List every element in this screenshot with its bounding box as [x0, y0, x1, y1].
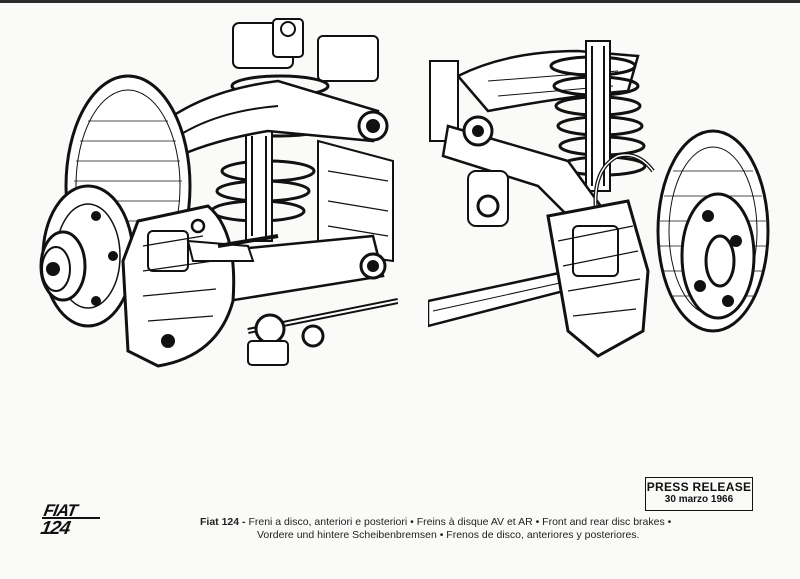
fiat-124-logo: FIAT 124	[39, 499, 106, 539]
photo-caption: Fiat 124 - Freni a disco, anteriori e po…	[200, 516, 760, 542]
press-release-stamp: PRESS RELEASE 30 marzo 1966	[645, 477, 753, 511]
caption-model: Fiat 124 -	[200, 516, 246, 528]
rear-brake-illustration	[428, 11, 773, 376]
front-brake-illustration	[18, 11, 398, 381]
caption-line-2: Vordere und hintere Scheibenbremsen • Fr…	[257, 529, 640, 541]
press-release-date: 30 marzo 1966	[664, 494, 734, 505]
press-release-title: PRESS RELEASE	[646, 480, 752, 494]
logo-fiat-text: FIAT	[42, 500, 81, 520]
press-photo-sheet: PRESS RELEASE 30 marzo 1966 FIAT 124 Fia…	[0, 3, 800, 579]
caption-line-1: Freni a disco, anteriori e posteriori • …	[248, 516, 672, 528]
logo-124-text: 124	[40, 518, 73, 537]
